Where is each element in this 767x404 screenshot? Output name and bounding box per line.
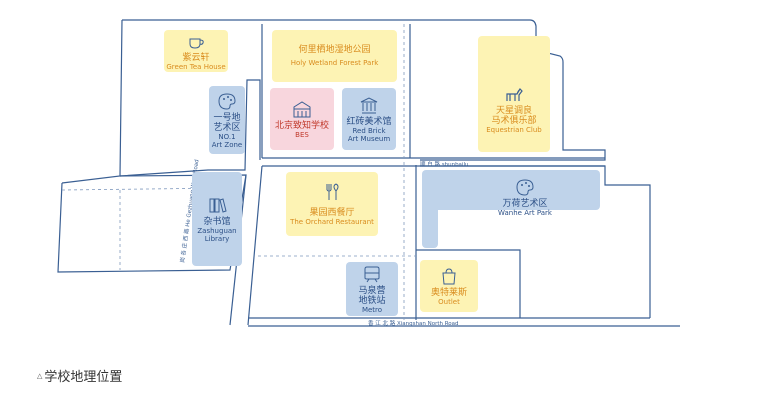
wanhe-shape <box>422 170 600 210</box>
outlet-zh: 奥特莱斯 <box>430 287 467 298</box>
orchard-zh: 果园西餐厅 <box>309 207 355 218</box>
library-zh: 杂书馆 <box>203 216 231 227</box>
location-green-tea-house[interactable]: 紫云轩 Green Tea House <box>164 30 228 72</box>
metro-zh1: 马泉营 <box>358 285 386 296</box>
red-brick-zh: 红砖美术馆 <box>346 116 392 127</box>
location-orchard-restaurant[interactable]: 果园西餐厅 The Orchard Restaurant <box>286 172 378 236</box>
location-metro-station[interactable]: 马泉营 地铁站 Metro <box>346 262 398 316</box>
library-en2: Library <box>204 235 230 244</box>
museum-icon <box>360 97 378 114</box>
location-equestrian-club[interactable]: 天星调良 马术俱乐部 Equestrian Club <box>478 36 550 152</box>
road-outline-top <box>122 19 606 161</box>
palette-icon <box>218 93 236 110</box>
equestrian-zh1: 天星调良 <box>495 105 532 116</box>
location-wetland-park[interactable]: 何里栖地湿地公园 Holy Wetland Forest Park <box>272 30 397 82</box>
road-right-lower <box>420 165 651 318</box>
location-outlet[interactable]: 奥特莱斯 Outlet <box>420 260 478 312</box>
road-west-b <box>247 165 263 326</box>
books-icon <box>209 198 227 213</box>
horse-icon <box>506 87 523 101</box>
bes-en: BES <box>295 131 309 140</box>
road-outline-left <box>61 19 123 184</box>
art-zone-en1: NO.1 <box>218 133 236 142</box>
wetland-zh: 何里栖地湿地公园 <box>298 45 371 56</box>
fork-spoon-icon <box>326 183 339 200</box>
triangle-icon: △ <box>37 372 43 380</box>
art-zone-zh2: 艺术区 <box>213 122 241 133</box>
location-red-brick-museum[interactable]: 红砖美术馆 Red Brick Art Museum <box>342 88 396 150</box>
metro-zh2: 地铁站 <box>358 295 386 306</box>
wanhe-en: Wanhe Art Park <box>498 209 552 218</box>
equestrian-en: Equestrian Club <box>486 126 542 135</box>
wetland-en: Holy Wetland Forest Park <box>290 58 379 67</box>
road-left-inner <box>119 79 261 177</box>
equestrian-zh2: 马术俱乐部 <box>491 115 537 126</box>
shopping-bag-icon <box>442 268 456 285</box>
map-caption: △学校地理位置 <box>37 366 122 385</box>
green-tea-zh: 紫云轩 <box>182 52 210 63</box>
location-art-zone[interactable]: 一号地 艺术区 NO.1 Art Zone <box>209 86 245 154</box>
orchard-en: The Orchard Restaurant <box>290 218 374 227</box>
location-wanhe-art-park[interactable]: 万荷艺术区 Wanhe Art Park <box>470 172 580 222</box>
road-right-inner <box>416 249 521 318</box>
palette-icon <box>516 179 534 196</box>
wanhe-zh: 万荷艺术区 <box>502 198 548 209</box>
library-en1: Zashuguan <box>197 227 237 236</box>
green-tea-en: Green Tea House <box>166 63 226 72</box>
location-bes-school[interactable]: 北京致知学校 BES <box>270 88 334 150</box>
road-label-xiangjiang: 香 江 北 路 Xiangshan North Road <box>368 321 459 327</box>
location-zashuguan-library[interactable]: 杂书馆 Zashuguan Library <box>192 172 242 266</box>
dashed-path-4 <box>61 187 233 191</box>
wanhe-shape-tail <box>422 200 438 248</box>
caption-text: 学校地理位置 <box>44 370 123 385</box>
bes-zh: 北京致知学校 <box>274 120 329 131</box>
metro-en: Metro <box>361 306 383 315</box>
school-building-icon <box>293 101 311 118</box>
red-brick-en2: Art Museum <box>347 135 391 144</box>
teacup-icon <box>189 38 204 49</box>
outlet-en: Outlet <box>438 298 460 307</box>
art-zone-en2: Art Zone <box>211 141 243 150</box>
red-brick-en1: Red Brick <box>352 127 386 136</box>
road-label-shunbai: 顺 白 路 shunbailu <box>420 162 469 168</box>
art-zone-zh1: 一号地 <box>213 112 241 123</box>
train-icon <box>364 266 380 282</box>
